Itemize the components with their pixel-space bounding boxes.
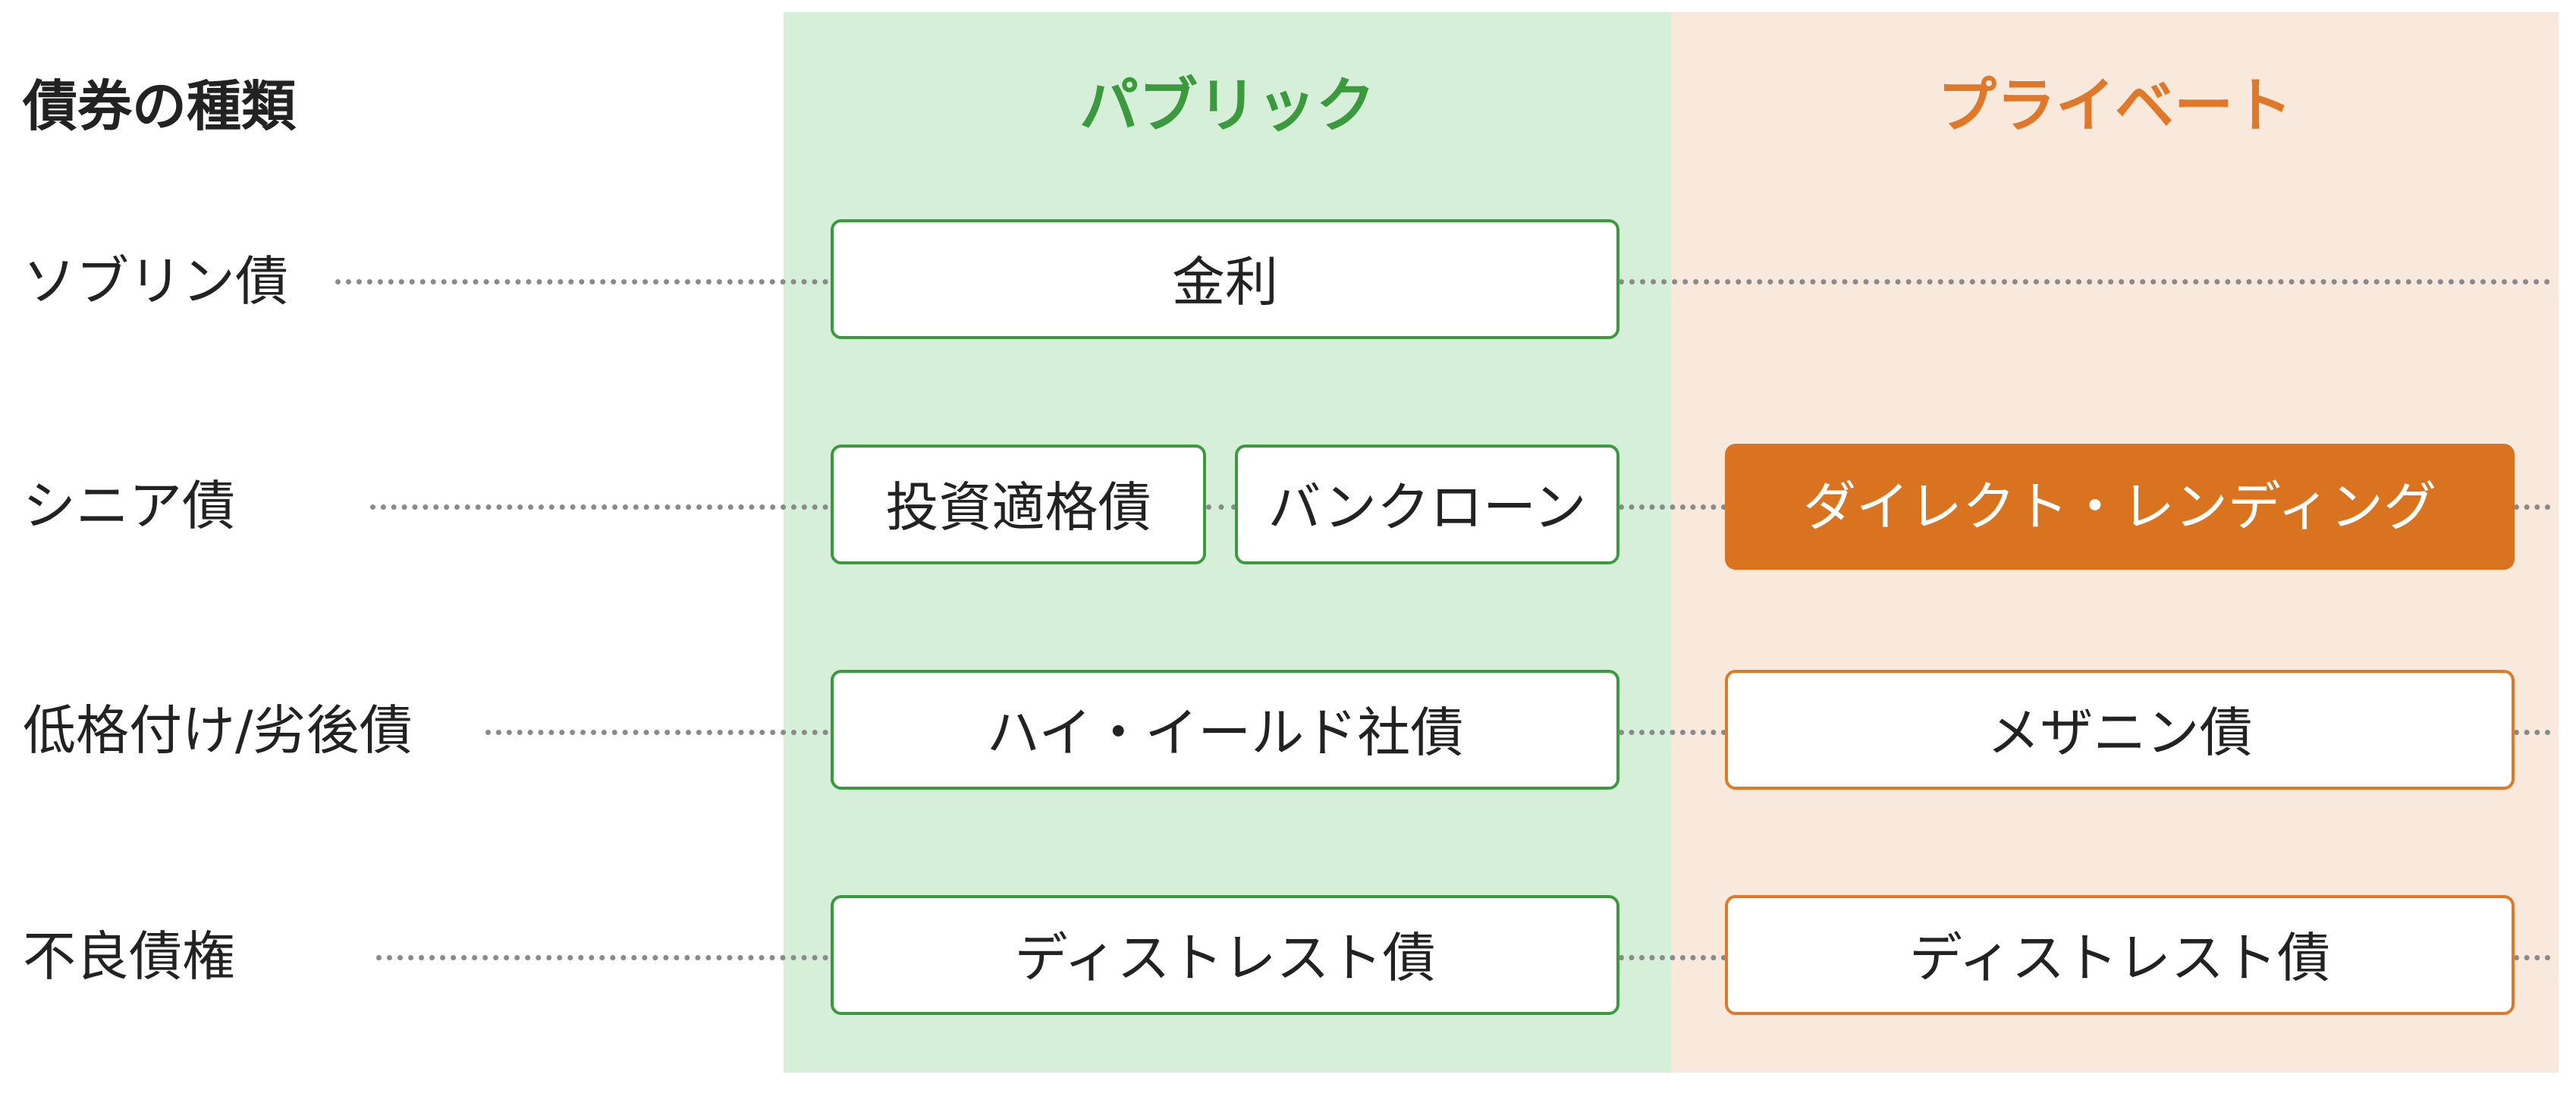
connector-dots-senior-center [1619, 504, 1726, 510]
row-label-subordinated: 低格付け/劣後債 [23, 699, 413, 762]
row-label-senior: シニア債 [23, 475, 235, 537]
row-header-bond-type: 債券の種類 [23, 74, 297, 138]
public-box-distressed: ディストレスト債 [831, 895, 1619, 1015]
row-label-sovereign: ソブリン債 [23, 250, 288, 313]
column-header-public: パブリック [1079, 72, 1375, 140]
connector-dots-distressed-center [1619, 955, 1726, 960]
private-box-distressed: ディストレスト債 [1725, 895, 2515, 1015]
public-box-investment-grade: 投資適格債 [831, 445, 1206, 564]
public-box-high-yield: ハイ・イールド社債 [831, 670, 1619, 790]
private-box-mezzanine: メザニン債 [1725, 670, 2515, 790]
connector-dots-subordinated-right [2514, 730, 2550, 735]
connector-dots-sovereign-left [335, 279, 828, 284]
column-header-private: プライベート [1937, 72, 2292, 140]
connector-dots-senior-left [370, 504, 828, 510]
connector-dots-subordinated-left [485, 730, 828, 735]
connector-dots-subordinated-center [1619, 730, 1726, 735]
private-box-direct-lending: ダイレクト・レンディング [1725, 444, 2515, 570]
connector-dots-sovereign-right [1619, 279, 2550, 284]
row-label-distressed: 不良債権 [23, 925, 235, 988]
public-box-bank-loan: バンクローン [1235, 445, 1619, 564]
connector-dots-senior-right [2514, 504, 2550, 510]
connector-dots-senior-mid [1206, 504, 1236, 510]
public-box-rates: 金利 [831, 219, 1619, 339]
connector-dots-distressed-left [376, 955, 828, 960]
connector-dots-distressed-right [2514, 955, 2550, 960]
